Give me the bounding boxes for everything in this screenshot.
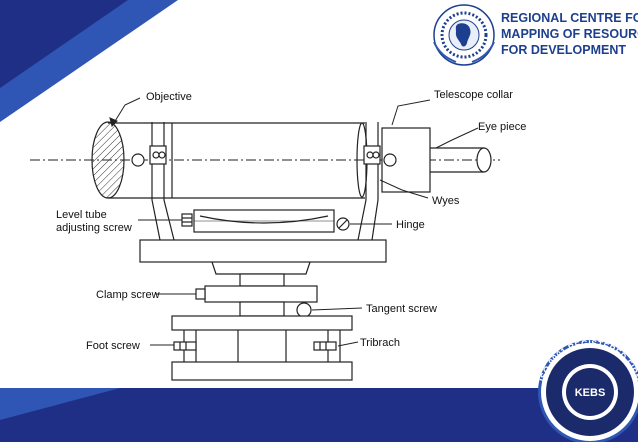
left-wye-clip bbox=[149, 145, 167, 165]
org-name-line-2: MAPPING OF RESOURCES bbox=[501, 27, 638, 41]
foot-screw-right bbox=[313, 341, 337, 351]
decor-bottom-navy bbox=[0, 388, 638, 442]
tribrach-lower bbox=[171, 361, 353, 381]
org-name-line-1: REGIONAL CENTRE FOR bbox=[501, 11, 638, 25]
label-objective: Objective bbox=[146, 91, 192, 103]
label-tangent-screw: Tangent screw bbox=[366, 303, 437, 315]
tribrach-upper bbox=[171, 315, 353, 331]
label-telescope-collar: Telescope collar bbox=[434, 89, 513, 101]
eye-piece-tube bbox=[430, 147, 484, 173]
right-wye-pin bbox=[383, 153, 397, 167]
badge-center-text: KEBS bbox=[575, 387, 606, 399]
eye-piece-end bbox=[476, 147, 492, 173]
label-clamp-screw: Clamp screw bbox=[96, 289, 160, 301]
right-wye bbox=[357, 122, 379, 241]
label-tribrach: Tribrach bbox=[360, 337, 400, 349]
diagram-labels: Objective Telescope collar Eye piece Wye… bbox=[56, 89, 526, 352]
foot-screw-left bbox=[173, 341, 197, 351]
decor-bottom-band bbox=[0, 388, 638, 442]
decor-bottom-blue bbox=[0, 388, 120, 420]
objective-lens bbox=[91, 121, 125, 199]
tangent-screw-part bbox=[296, 302, 312, 318]
right-wye-clip bbox=[363, 145, 381, 165]
label-level-tube-line-2: adjusting screw bbox=[56, 222, 132, 234]
label-hinge: Hinge bbox=[396, 219, 425, 231]
rcmrd-logo: REGIONAL CENTRE FOR MAPPING OF RESOURCES… bbox=[433, 4, 638, 66]
rcmrd-globe-emblem-icon bbox=[433, 4, 495, 66]
label-eye-piece: Eye piece bbox=[478, 121, 526, 133]
dumpy-level-diagram bbox=[30, 121, 500, 381]
level-base-plate bbox=[139, 239, 387, 263]
left-wye bbox=[151, 122, 175, 241]
leader-lines bbox=[109, 97, 479, 347]
clamp-screw-part bbox=[195, 288, 206, 300]
label-wyes: Wyes bbox=[432, 195, 460, 207]
left-wye-pin bbox=[131, 153, 145, 167]
clamp-collar bbox=[204, 285, 318, 303]
label-level-tube-line-1: Level tube bbox=[56, 209, 107, 221]
base-neck bbox=[211, 261, 311, 275]
org-name-line-3: FOR DEVELOPMENT bbox=[501, 43, 626, 57]
level-bubble-vial bbox=[199, 215, 329, 224]
level-adjusting-screw-part bbox=[181, 213, 193, 227]
decor-top-left bbox=[0, 0, 178, 122]
telescope-tube bbox=[108, 122, 365, 199]
kebs-iso-badge-icon: ISO 9001 REGISTERED FIRM KEBS bbox=[537, 338, 638, 442]
decor-navy-triangle bbox=[0, 0, 128, 88]
label-foot-screw: Foot screw bbox=[86, 340, 140, 352]
